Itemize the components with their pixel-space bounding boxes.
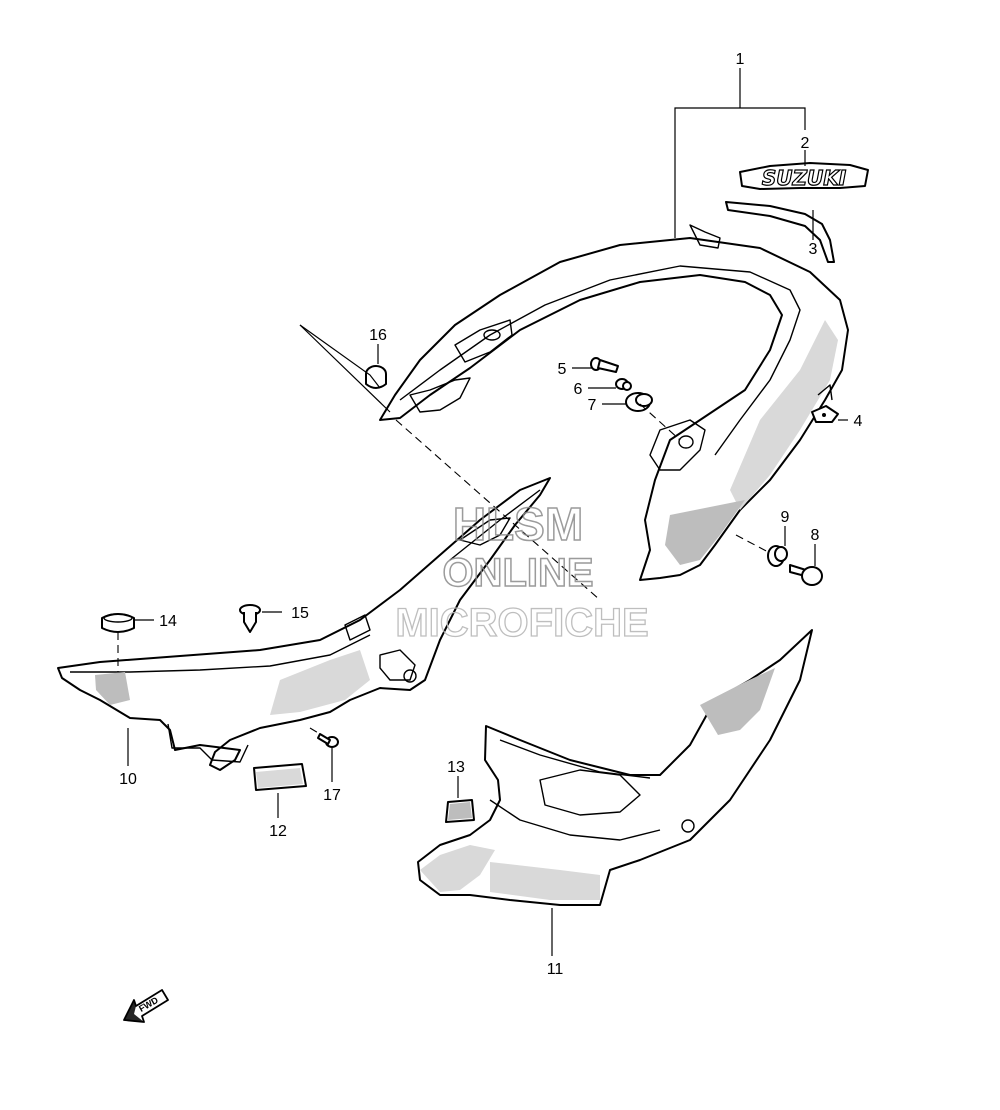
callout-8: 8	[811, 527, 820, 544]
bolt-part-8[interactable]	[789, 564, 823, 586]
callout-16: 16	[369, 327, 387, 344]
rivet-part-15[interactable]	[239, 604, 261, 633]
callout-14: 14	[159, 613, 177, 630]
callout-5: 5	[558, 361, 567, 378]
suzuki-emblem-part-2[interactable]: SUZUKI	[739, 162, 869, 191]
washer-part-6[interactable]	[615, 378, 632, 391]
watermark-line-2: ONLINE	[442, 551, 593, 595]
callout-labels: 1 2 3 4 5 6 7 8 9 10 11 12 13 14 15 16 1…	[119, 51, 862, 978]
watermark: HLSM ONLINE MICROFICHE	[395, 497, 650, 645]
grommet-part-9[interactable]	[767, 545, 788, 567]
callout-1: 1	[736, 51, 745, 68]
clip-nut-part-4[interactable]	[811, 405, 839, 423]
callout-3: 3	[809, 241, 818, 258]
callout-2: 2	[801, 135, 810, 152]
watermark-line-1: HLSM	[453, 498, 583, 550]
callout-7: 7	[588, 397, 597, 414]
grommet-part-7[interactable]	[625, 392, 653, 412]
grommet-part-14[interactable]	[101, 613, 135, 633]
screw-part-17[interactable]	[317, 733, 339, 748]
callout-17: 17	[323, 787, 341, 804]
callout-9: 9	[781, 509, 790, 526]
screw-part-5[interactable]	[590, 357, 619, 373]
cushion-part-16[interactable]	[365, 365, 387, 389]
pad-part-13[interactable]	[445, 799, 475, 823]
callout-6: 6	[574, 381, 583, 398]
callout-4: 4	[854, 413, 863, 430]
emblem-label: SUZUKI	[762, 166, 847, 190]
pad-part-12[interactable]	[253, 763, 307, 791]
callout-15: 15	[291, 605, 309, 622]
leader-lines	[117, 68, 848, 956]
trim-stripe-part-3[interactable]	[725, 201, 835, 263]
callout-12: 12	[269, 823, 287, 840]
callout-11: 11	[547, 961, 564, 978]
side-cover-part-11[interactable]	[417, 629, 813, 906]
watermark-line-3: MICROFICHE	[395, 601, 648, 645]
fwd-arrow-icon: FWD	[123, 989, 169, 1023]
tail-cowl-part-1[interactable]	[379, 224, 849, 581]
callout-10: 10	[119, 771, 137, 788]
callout-13: 13	[447, 759, 465, 776]
frame-cover-part-10[interactable]	[57, 477, 551, 771]
